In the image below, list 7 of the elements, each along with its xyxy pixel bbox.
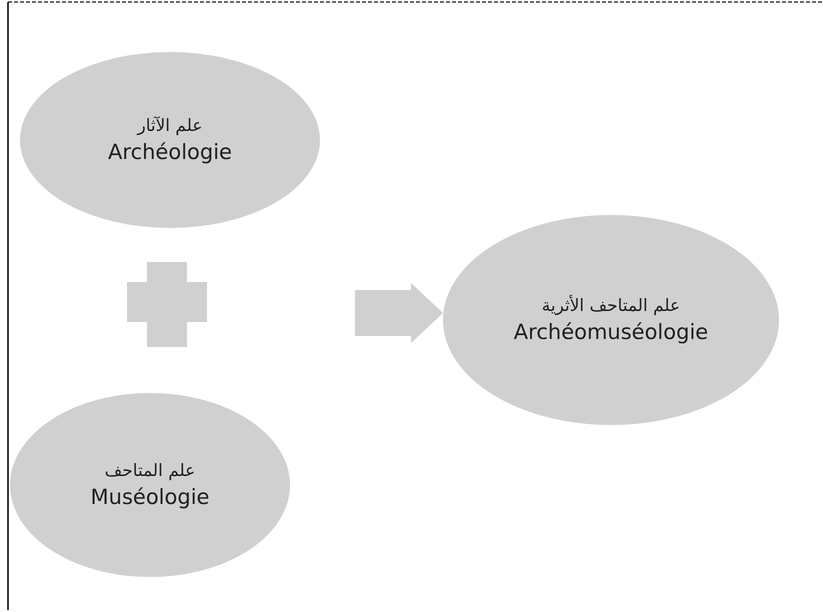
french-term: Muséologie xyxy=(90,485,210,509)
block-arrow xyxy=(355,283,443,343)
french-term: Archéomuséologie xyxy=(514,320,708,344)
arabic-term: علم المتاحف xyxy=(104,461,196,481)
french-term: Archéologie xyxy=(108,140,232,164)
arabic-term: علم المتاحف الأثرية xyxy=(542,296,680,316)
arabic-term: علم الآثار xyxy=(137,116,203,136)
